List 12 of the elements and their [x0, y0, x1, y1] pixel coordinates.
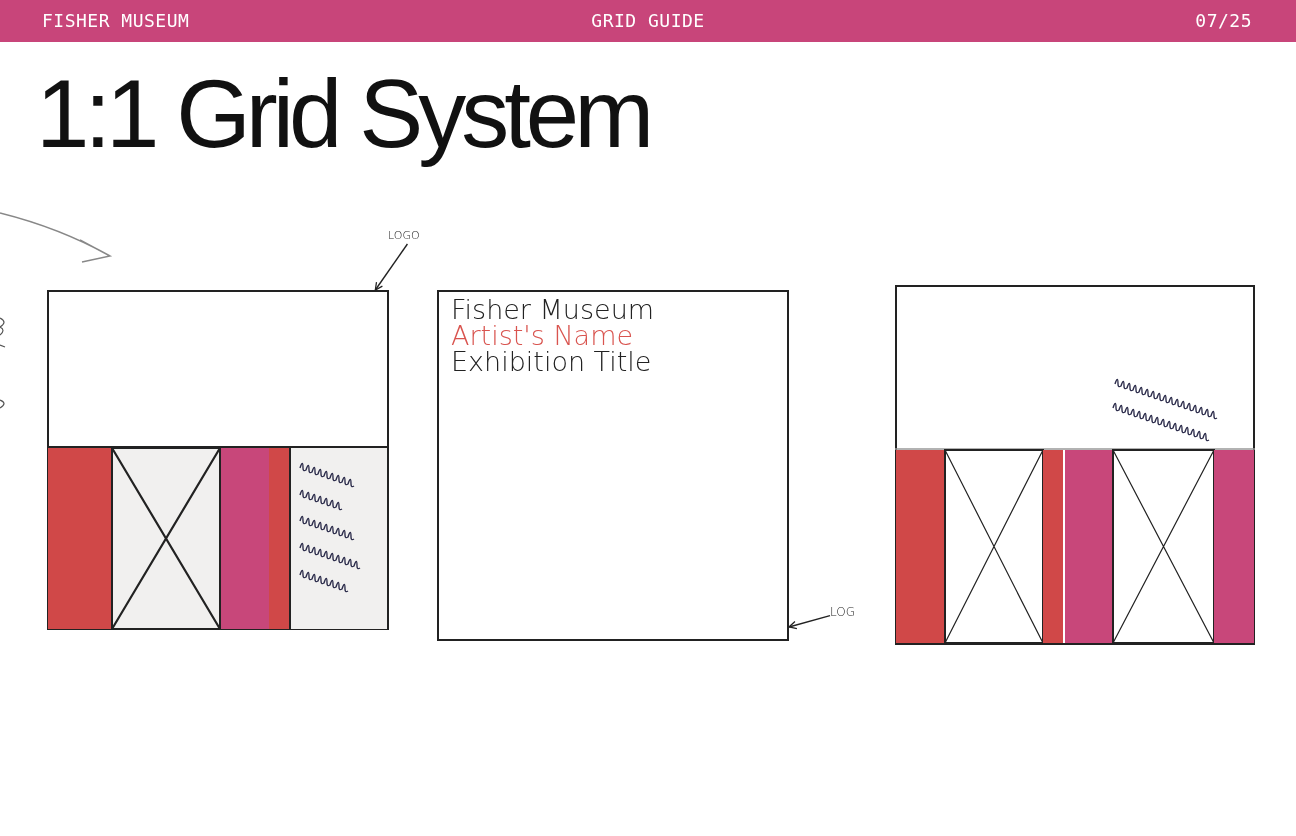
page-title: 1:1 Grid System — [36, 59, 650, 169]
handwritten-text: Artist's Name — [451, 322, 634, 349]
header-label: FISHER MUSEUM — [42, 10, 190, 31]
leader-arrow — [788, 614, 831, 630]
header-label: 07/25 — [1195, 10, 1252, 31]
annotation-text: LOGO — [388, 228, 438, 244]
header-label: GRID GUIDE — [591, 10, 705, 31]
handwritten-text: Exhibition Title — [451, 348, 652, 375]
annotation-text: LOG — [830, 604, 856, 620]
handwritten-text: Fisher Museum — [451, 296, 655, 323]
layout-sketch-frame — [437, 290, 789, 641]
leader-arrow — [374, 243, 409, 291]
